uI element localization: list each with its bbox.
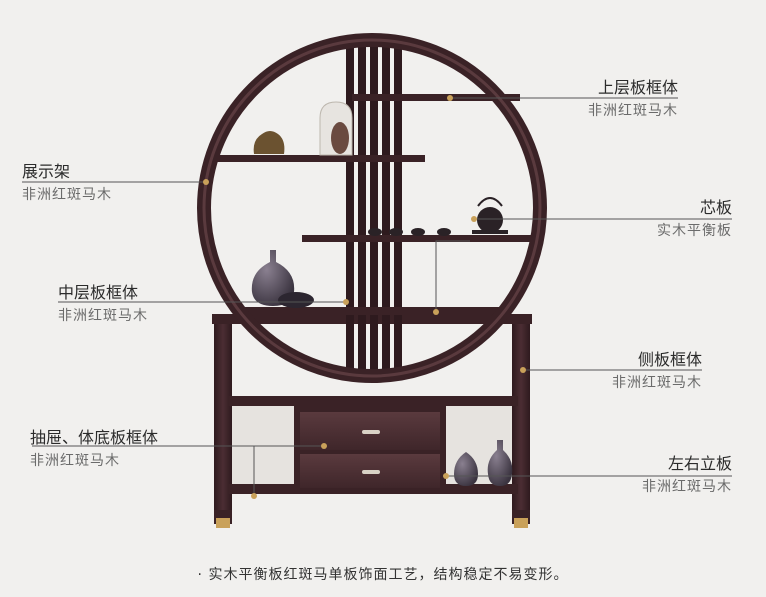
leader-lines bbox=[22, 97, 732, 496]
tea-cup-1 bbox=[368, 228, 382, 236]
display-shelf bbox=[215, 155, 425, 162]
tea-cup-4 bbox=[437, 228, 451, 236]
label-side-frame: 侧板框体 非洲红斑马木 bbox=[582, 350, 702, 392]
label-left-right-panel: 左右立板 非洲红斑马木 bbox=[612, 454, 732, 496]
label-material: 实木平衡板 bbox=[657, 223, 732, 239]
upper-shelf bbox=[352, 94, 520, 101]
label-material: 非洲红斑马木 bbox=[58, 308, 148, 324]
vase-small-2 bbox=[487, 440, 513, 486]
vase-large bbox=[251, 250, 295, 306]
label-upper-frame: 上层板框体 非洲红斑马木 bbox=[560, 78, 678, 120]
right-brass-foot bbox=[514, 518, 528, 528]
brass-dots bbox=[203, 95, 526, 499]
bronze-figurine bbox=[253, 131, 285, 154]
right-post bbox=[512, 318, 530, 510]
label-material: 非洲红斑马木 bbox=[588, 103, 678, 119]
drawer-top-handle bbox=[362, 430, 380, 434]
label-title: 左右立板 bbox=[667, 454, 732, 473]
label-title: 芯板 bbox=[699, 198, 732, 217]
label-title: 展示架 bbox=[22, 162, 71, 181]
core-shelf bbox=[302, 235, 542, 242]
label-title: 上层板框体 bbox=[597, 78, 678, 97]
stone-ornament bbox=[331, 122, 349, 154]
label-material: 非洲红斑马木 bbox=[22, 187, 112, 203]
circle-shelves bbox=[215, 94, 542, 315]
bowl bbox=[278, 292, 314, 308]
label-title: 侧板框体 bbox=[637, 350, 702, 369]
vertical-slats bbox=[346, 40, 402, 380]
label-material: 非洲红斑马木 bbox=[642, 479, 732, 495]
left-post bbox=[214, 318, 232, 510]
label-material: 非洲红斑马木 bbox=[612, 375, 702, 391]
decor-items bbox=[251, 101, 513, 486]
left-brass-foot bbox=[216, 518, 230, 528]
tea-cup-3 bbox=[411, 228, 425, 236]
label-middle-frame: 中层板框体 非洲红斑马木 bbox=[58, 283, 148, 325]
label-drawer-bottom-frame: 抽屉、体底板框体 非洲红斑马木 bbox=[30, 428, 158, 470]
teapot bbox=[477, 207, 503, 233]
label-title: 抽屉、体底板框体 bbox=[30, 428, 159, 447]
drawer-bottom-handle bbox=[362, 470, 380, 474]
open-compartment-left bbox=[232, 406, 294, 484]
vase-small-1 bbox=[454, 452, 478, 486]
tea-cup-2 bbox=[389, 228, 403, 236]
lower-shelf bbox=[238, 307, 506, 315]
label-material: 非洲红斑马木 bbox=[30, 453, 120, 469]
label-display-rack: 展示架 非洲红斑马木 bbox=[22, 162, 112, 204]
label-title: 中层板框体 bbox=[58, 283, 139, 302]
label-core-board: 芯板 实木平衡板 bbox=[612, 198, 732, 240]
middle-shelf bbox=[228, 396, 518, 406]
footnote: · 实木平衡板红斑马单板饰面工艺，结构稳定不易变形。 bbox=[197, 567, 569, 583]
